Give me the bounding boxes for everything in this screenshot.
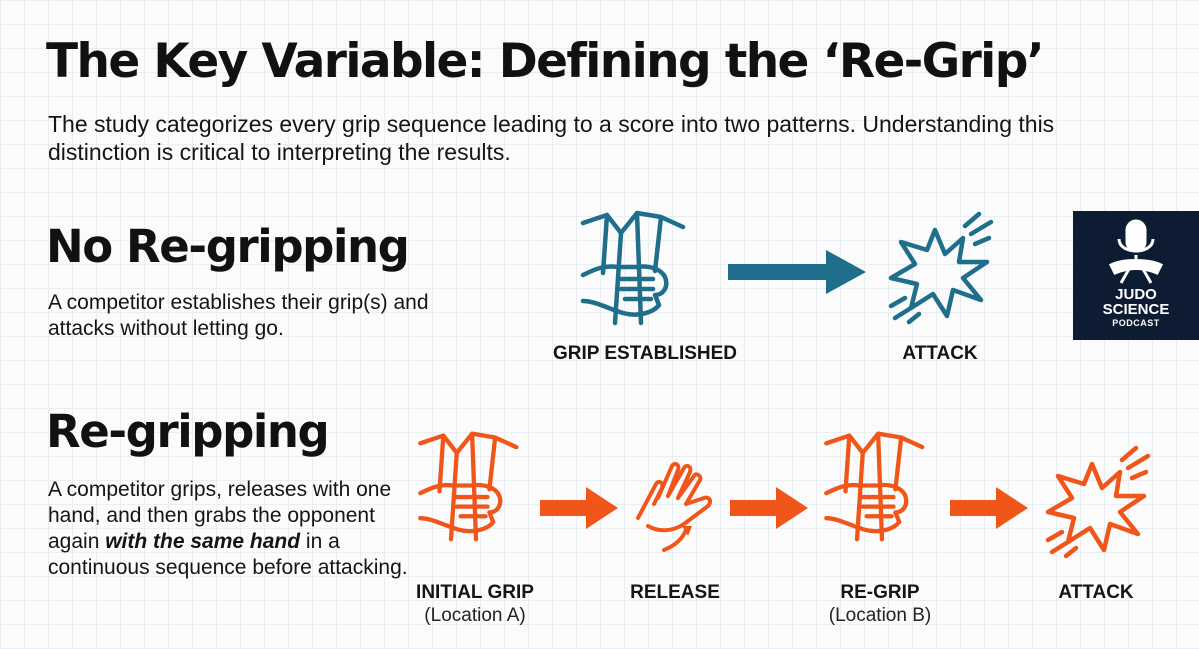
step-label-attack: ATTACK — [1058, 582, 1134, 603]
regripping-description-before: A competitor grips, releases with one ha… — [48, 478, 392, 553]
judo-science-podcast-logo: JUDO SCIENCE PODCAST — [1073, 211, 1199, 340]
step-sublabel-location-a: (Location A) — [424, 605, 526, 626]
no-regripping-description: A competitor establishes their grip(s) a… — [48, 291, 429, 340]
regripping-description-after: in a continuous sequence before attackin… — [48, 530, 408, 579]
logo-line-1: JUDO — [1115, 286, 1157, 303]
step-label-attack: ATTACK — [902, 343, 978, 364]
burst-icon — [888, 211, 994, 325]
microphone-icon — [1108, 219, 1164, 284]
hand-grip-icon — [580, 210, 686, 326]
arrow-right-icon — [728, 250, 866, 294]
regripping-heading: Re-gripping — [46, 405, 330, 458]
regripping-description-emphasis: with the same hand — [105, 530, 301, 553]
no-regripping-heading: No Re-gripping — [46, 220, 410, 273]
arrow-right-icon — [730, 487, 808, 529]
logo-line-2: SCIENCE — [1102, 301, 1170, 318]
step-label-grip-established: GRIP ESTABLISHED — [552, 343, 738, 364]
step-label-re-grip: RE-GRIP — [840, 582, 920, 603]
burst-icon — [1045, 445, 1151, 559]
hand-grip-icon — [824, 431, 925, 542]
arrow-right-icon — [950, 487, 1028, 529]
step-label-release: RELEASE — [630, 582, 720, 603]
open-hand-icon — [636, 461, 713, 552]
logo-line-3: PODCAST — [1112, 318, 1160, 328]
regripping-description: A competitor grips, releases with one ha… — [48, 477, 408, 581]
hand-grip-icon — [418, 431, 519, 542]
step-label-initial-grip: INITIAL GRIP — [416, 582, 534, 603]
arrow-right-icon — [540, 487, 618, 529]
step-sublabel-location-b: (Location B) — [828, 605, 932, 626]
page-title: The Key Variable: Defining the ‘Re-Grip’ — [46, 34, 1045, 89]
page-subtitle: The study categorizes every grip sequenc… — [48, 111, 1055, 165]
